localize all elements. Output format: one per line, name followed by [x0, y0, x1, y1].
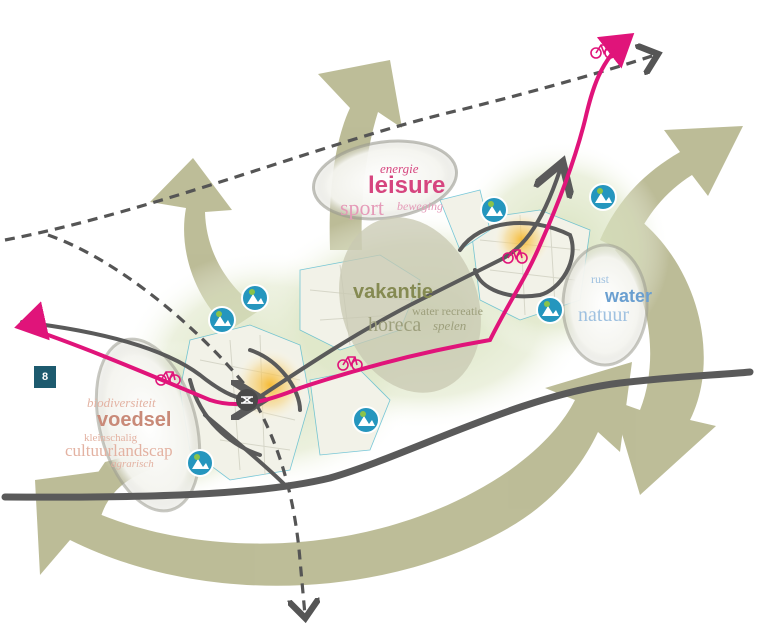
dashed-route-west-south [47, 233, 305, 615]
bicycle-icon [337, 356, 363, 371]
nature-recreation-icon [208, 306, 236, 334]
label-biodiversiteit: biodiversiteit [87, 395, 156, 410]
label-beweging: beweging [397, 199, 443, 213]
label-rust: rust [591, 272, 609, 286]
label-leisure: leisure [368, 172, 446, 199]
dashed-route-north [4, 55, 655, 242]
arrow-east-curve [612, 220, 716, 495]
nature-recreation-icon [589, 183, 617, 211]
label-cultuurlandscap: cultuurlandscap [65, 441, 173, 460]
nature-recreation-icon [480, 196, 508, 224]
nature-recreation-icons [186, 183, 617, 477]
bicycle-icons [155, 44, 616, 386]
dashed-routes [4, 55, 655, 615]
label-kleinschalig: kleinschalig [84, 432, 138, 444]
arrow-south-sweep [35, 362, 632, 586]
bicycle-icon [590, 44, 616, 59]
label-agrarisch: agrarisch [111, 458, 154, 470]
map-number-badge: 8 [34, 366, 56, 388]
nature-recreation-icon [536, 296, 564, 324]
label-energie: energie [380, 161, 419, 176]
label-vakantie: vakantie [353, 281, 434, 303]
bicycle-icon [155, 371, 181, 386]
main-road [1, 368, 754, 501]
nature-recreation-icon [241, 284, 269, 312]
bicycle-icon [502, 249, 528, 264]
secondary-roads [20, 170, 573, 487]
nature-recreation-icon [352, 406, 380, 434]
label-sport: sport [340, 195, 384, 220]
label-water: water [605, 286, 653, 306]
label-water-recreatie: water recreatie [412, 304, 483, 318]
label-horeca: horeca [368, 314, 422, 336]
leisure-zone [312, 139, 458, 221]
label-natuur: natuur [578, 304, 630, 326]
cycle-route [21, 33, 635, 407]
label-spelen: spelen [433, 318, 467, 333]
label-voedsel: voedsel [97, 409, 172, 431]
train-station-icon [236, 389, 258, 411]
nature-recreation-icon [186, 449, 214, 477]
